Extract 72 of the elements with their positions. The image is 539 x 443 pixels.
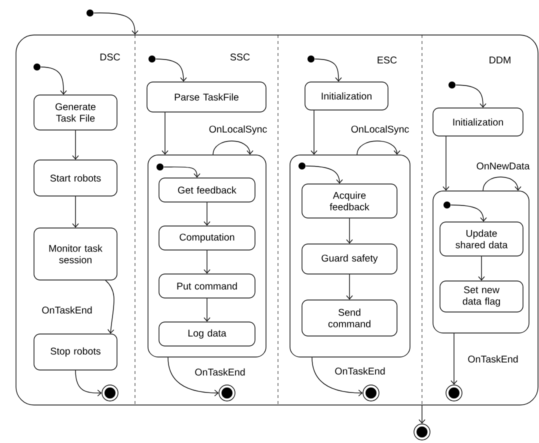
- transition-arrow: [356, 140, 400, 155]
- state-box: Put command: [158, 274, 256, 298]
- composite-state: [148, 154, 266, 358]
- state-box: Get feedback: [158, 178, 256, 202]
- initial-state-dot: [308, 56, 314, 62]
- state-box: Stop robots: [34, 334, 118, 370]
- transition-arrow: [346, 274, 353, 300]
- transition-arrow: [162, 112, 168, 155]
- edge-label: OnTaskEnd: [334, 366, 386, 376]
- region-label: SSC: [230, 54, 250, 60]
- transition-arrow: [164, 166, 200, 178]
- transition-arrow: [312, 356, 363, 396]
- final-state: [218, 384, 236, 402]
- initial-state-dot: [86, 10, 94, 16]
- region-label: ESC: [378, 56, 397, 64]
- transition-arrow: [478, 256, 485, 281]
- final-state: [362, 384, 380, 402]
- edge-label: OnTaskEnd: [194, 367, 246, 377]
- initial-state-dot: [156, 164, 164, 170]
- transition-arrow: [105, 280, 114, 334]
- transition-arrow: [94, 12, 138, 35]
- transition-arrow: [310, 110, 318, 155]
- state-box: Log data: [158, 322, 256, 346]
- state-box: Guard safety: [302, 244, 398, 274]
- edge-label: OnTaskEnd: [40, 305, 94, 315]
- transition-arrow: [450, 204, 487, 222]
- initial-state-dot: [34, 64, 40, 70]
- final-state: [446, 384, 462, 402]
- edge-label: OnLocalSync: [208, 124, 268, 136]
- transition-arrow: [204, 250, 210, 274]
- state-box: Set new data flag: [440, 280, 524, 312]
- transition-arrow: [346, 218, 353, 244]
- transition-arrow: [450, 333, 458, 385]
- composite-state: [16, 34, 538, 406]
- initial-state-dot: [148, 56, 156, 62]
- transition-arrow: [306, 166, 343, 184]
- region-label: DSC: [100, 54, 120, 60]
- state-box: Acquire feedback: [302, 184, 398, 218]
- transition-arrow: [482, 176, 522, 191]
- state-box: Monitor task session: [34, 228, 118, 280]
- transition-arrow: [156, 58, 187, 82]
- transition-arrow: [442, 136, 450, 191]
- edge-label: OnTaskEnd: [466, 354, 520, 364]
- composite-state: [290, 154, 410, 358]
- state-box: Update shared data: [440, 222, 524, 256]
- transition-arrow: [75, 370, 102, 396]
- transition-arrow: [204, 298, 210, 322]
- edge-label: OnLocalSync: [350, 124, 410, 136]
- transition-arrow: [72, 130, 79, 160]
- transition-arrow: [212, 140, 254, 155]
- transition-arrow: [72, 196, 79, 228]
- transition-arrow: [40, 66, 67, 95]
- transition-arrow: [168, 356, 219, 396]
- initial-state-dot: [448, 82, 456, 88]
- state-box: Initialization: [304, 82, 388, 110]
- transition-arrow: [418, 404, 426, 424]
- state-box: Initialization: [432, 108, 524, 136]
- state-box: Computation: [158, 226, 256, 250]
- initial-state-dot: [444, 202, 450, 208]
- transition-arrow: [456, 84, 486, 108]
- transition-arrow: [314, 58, 342, 82]
- transition-arrow: [204, 202, 210, 226]
- state-box: Generate Task File: [34, 94, 118, 130]
- state-box: Send command: [302, 300, 398, 336]
- final-state: [102, 384, 118, 402]
- initial-state-dot: [298, 162, 306, 170]
- edge-label: OnNewData: [475, 162, 531, 170]
- region-label: DDM: [490, 56, 510, 64]
- state-box: Parse TaskFile: [146, 82, 266, 112]
- state-box: Start robots: [34, 160, 118, 196]
- composite-state: [432, 190, 530, 334]
- final-state: [414, 424, 430, 440]
